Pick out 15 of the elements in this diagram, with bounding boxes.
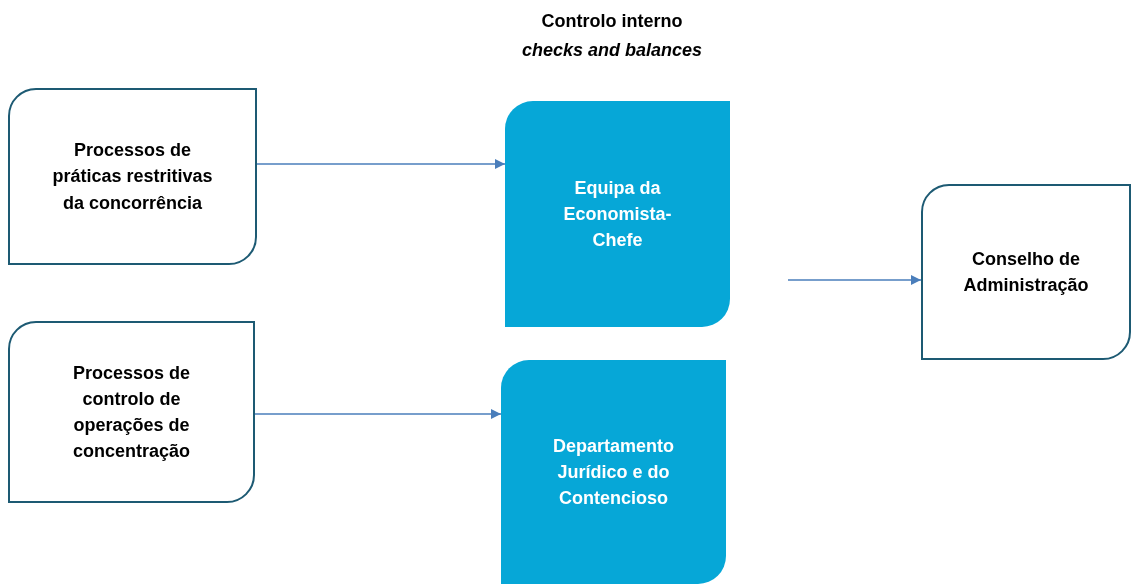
process-box [501,360,726,584]
heading: Controlo interno [540,11,684,32]
box-label: Equipa da Economista-Chefe [562,176,673,253]
box-label: Conselho de Administração [962,247,1090,297]
process-box [8,321,255,503]
box-label: Departamento Jurídico e do Contencioso [552,434,675,511]
process-box [921,184,1131,360]
box-label: Processos de controlo de operações de concentração [71,361,192,464]
arrow [256,159,506,169]
process-box [505,101,730,327]
box-label: Processos de práticas restritivas da concorrência [51,139,214,215]
subheading: checks and balances [520,40,704,61]
process-box [8,88,257,265]
arrow [254,409,502,419]
arrow [787,275,922,285]
